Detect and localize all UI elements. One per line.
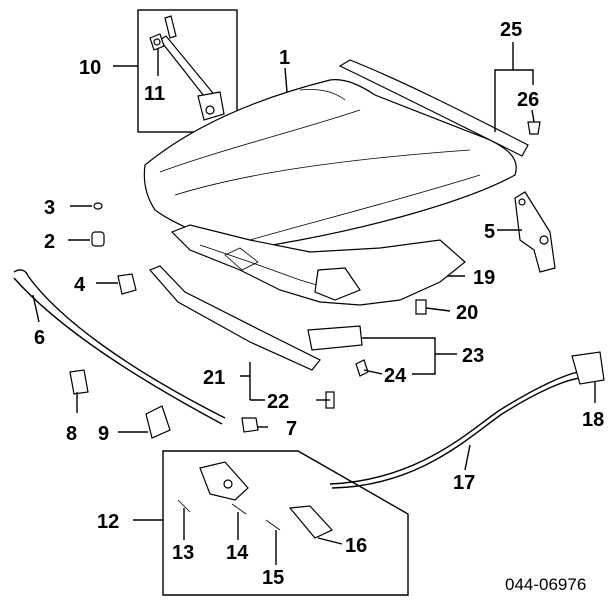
hood-stop-drawing: [117, 273, 137, 295]
callout-13: 13: [172, 542, 194, 564]
callout-15: 15: [262, 567, 284, 589]
callout-19: 19: [473, 267, 495, 289]
callout-21: 21: [203, 367, 225, 389]
drawing-code: 044-06976: [505, 575, 586, 594]
callout-7: 7: [286, 418, 297, 440]
callout-17: 17: [453, 472, 475, 494]
hood-lock-drawing: [177, 461, 333, 539]
callout-3: 3: [44, 197, 55, 219]
callout-2: 2: [44, 231, 55, 253]
callout-26: 26: [517, 89, 539, 111]
hood-cushion-drawing: [93, 202, 103, 210]
callout-5: 5: [484, 221, 495, 243]
hood-support-strut-drawing: [149, 15, 225, 121]
hood-inner-panel-drawing: [170, 224, 466, 306]
callout-23: 23: [462, 345, 484, 367]
hood-panel-drawing: [143, 79, 517, 251]
callout-4: 4: [74, 274, 86, 296]
callout-18: 18: [582, 409, 604, 431]
callout-25: 25: [500, 19, 522, 41]
hood-rod-holder-drawing: [69, 369, 89, 395]
callout-9: 9: [98, 423, 109, 445]
callout-12: 12: [97, 511, 119, 533]
hood-hinge-drawing: [514, 191, 556, 273]
clip-7-drawing: [241, 417, 259, 433]
hood-support-rod-drawing: [13, 269, 226, 425]
callout-20: 20: [456, 302, 478, 324]
hood-front-seal-drawing: [148, 265, 321, 371]
hood-weatherstrip-drawing: [338, 59, 541, 157]
hood-bumper-drawing: [91, 231, 105, 247]
callout-6: 6: [34, 327, 45, 349]
hood-lock-bracket-drawing: [307, 325, 369, 377]
callout-10: 10: [79, 57, 101, 79]
callout-24: 24: [384, 365, 407, 387]
callout-1: 1: [279, 47, 290, 69]
leader-lines: [32, 42, 596, 565]
hood-support-group-box: [137, 9, 238, 133]
hood-rod-retainer-drawing: [145, 405, 171, 439]
callout-8: 8: [66, 423, 77, 445]
hood-lock-group-box: [162, 450, 409, 596]
callout-14: 14: [226, 542, 249, 564]
callout-11: 11: [144, 83, 165, 105]
callout-22: 22: [267, 391, 289, 413]
hood-release-cable-drawing: [329, 351, 605, 489]
callout-16: 16: [345, 535, 367, 557]
clip-20-drawing: [415, 299, 427, 315]
